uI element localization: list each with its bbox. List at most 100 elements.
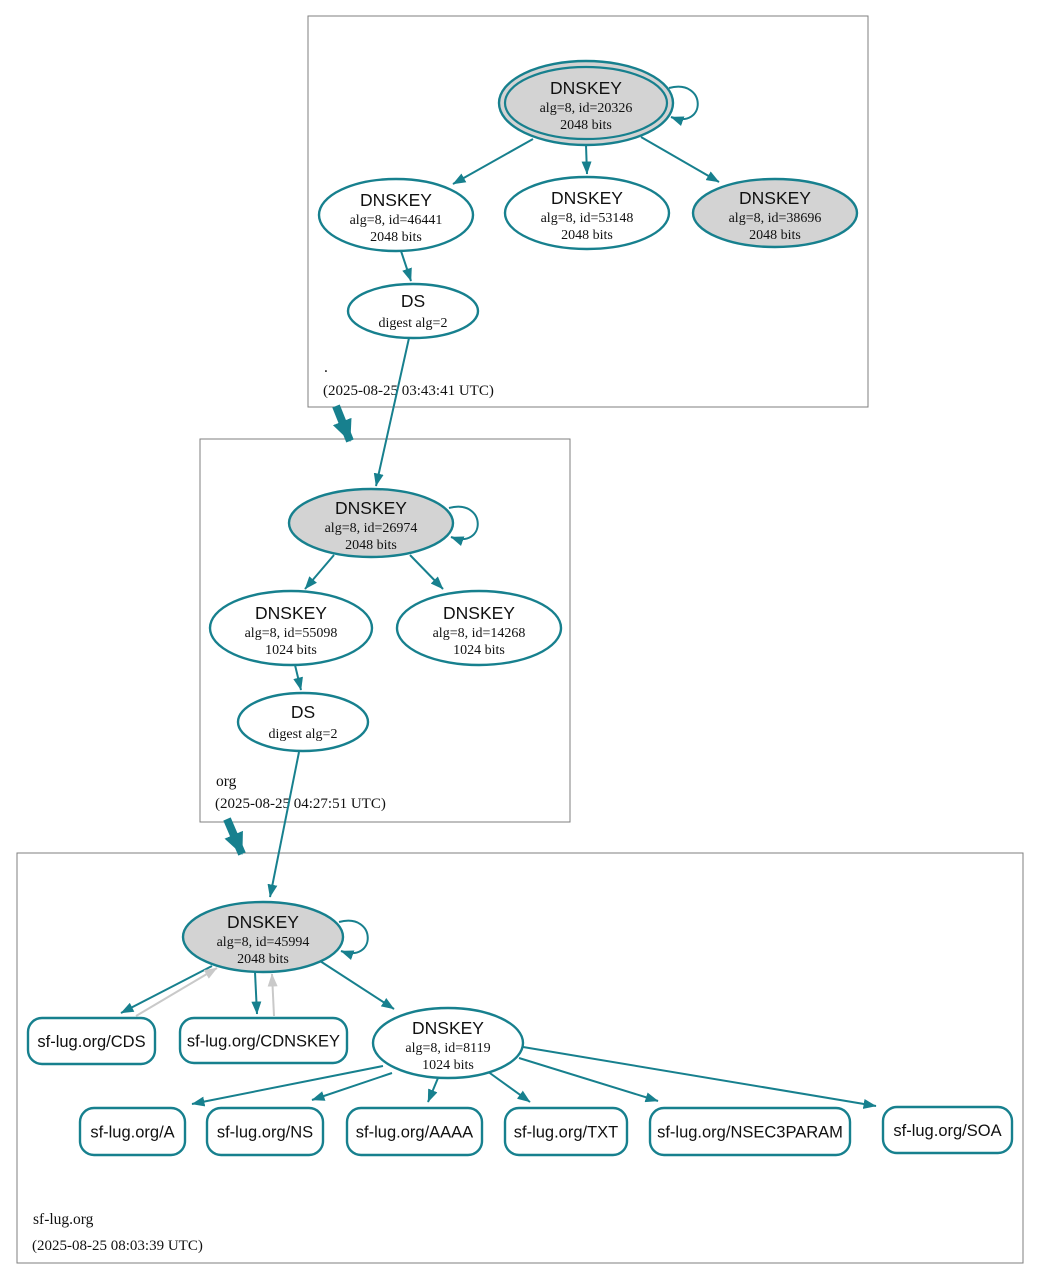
dnskey-55098-shape bbox=[208, 589, 374, 667]
rrset-cdnskey: sf-lug.org/CDNSKEY bbox=[178, 1016, 349, 1065]
dnskey-14268-title: DNSKEY bbox=[443, 603, 515, 623]
dnskey-20326-title: DNSKEY bbox=[550, 78, 622, 98]
edge-dnskey45994-cds bbox=[120, 965, 213, 1014]
rrset-soa-label: sf-lug.org/SOA bbox=[893, 1122, 1001, 1140]
edge-dnskey45994-cdnskey bbox=[251, 971, 262, 1015]
edge-dnskey8119-soa bbox=[522, 1046, 877, 1109]
zone-name-label: org bbox=[216, 773, 237, 790]
dnskey-45994-self-loop bbox=[338, 919, 369, 960]
ds-root-title: DS bbox=[401, 291, 425, 311]
dnskey-8119: DNSKEY alg=8, id=8119 1024 bits bbox=[371, 1006, 525, 1080]
dnskey-38696-title: DNSKEY bbox=[739, 188, 811, 208]
rrset-cdnskey-label: sf-lug.org/CDNSKEY bbox=[187, 1033, 340, 1051]
zone-name-label: sf-lug.org bbox=[33, 1211, 94, 1228]
rrset-aaaa-label: sf-lug.org/AAAA bbox=[356, 1124, 473, 1142]
zone-box-org: org (2025-08-25 04:27:51 UTC) bbox=[199, 438, 571, 823]
dnskey-46441-detail: 2048 bits bbox=[370, 230, 422, 245]
dnskey-20326-detail: alg=8, id=20326 bbox=[540, 101, 633, 116]
dnskey-20326-inner-ring bbox=[503, 65, 669, 141]
edge-dnskey55098-ds-org bbox=[293, 664, 303, 691]
dnskey-8119-shape bbox=[371, 1006, 525, 1080]
dnskey-45994-shape bbox=[181, 900, 345, 974]
dnskey-53148-detail: 2048 bits bbox=[561, 228, 613, 243]
rrset-txt: sf-lug.org/TXT bbox=[503, 1106, 629, 1157]
zone-border bbox=[16, 852, 1024, 1264]
edge-cds-dnskey45994 bbox=[135, 967, 218, 1017]
rrset-txt-label: sf-lug.org/TXT bbox=[514, 1124, 619, 1142]
edge-dnskey45994-dnskey8119 bbox=[319, 960, 395, 1010]
rrset-nsec3param: sf-lug.org/NSEC3PARAM bbox=[648, 1106, 852, 1157]
dnskey-26974-detail: 2048 bits bbox=[345, 538, 397, 553]
dnskey-38696: DNSKEY alg=8, id=38696 2048 bits bbox=[691, 177, 859, 249]
zone-timestamp: (2025-08-25 03:43:41 UTC) bbox=[323, 383, 494, 399]
dnskey-38696-detail: 2048 bits bbox=[749, 228, 801, 243]
dnskey-46441-detail: alg=8, id=46441 bbox=[350, 213, 443, 228]
edge-dnskey20326-dnskey53148 bbox=[581, 144, 592, 175]
zone-box-sf-lug.org: sf-lug.org(2025-08-25 08:03:39 UTC) bbox=[16, 852, 1024, 1264]
dnskey-26974-title: DNSKEY bbox=[335, 498, 407, 518]
zone-border bbox=[199, 438, 571, 823]
dnskey-14268-shape bbox=[395, 589, 563, 667]
dnskey-26974-detail: alg=8, id=26974 bbox=[325, 521, 418, 536]
rrset-soa: sf-lug.org/SOA bbox=[881, 1105, 1014, 1155]
dnskey-8119-detail: 1024 bits bbox=[422, 1058, 474, 1073]
edge-dnskey8119-ns bbox=[311, 1072, 393, 1101]
edge-dnskey8119-txt bbox=[486, 1070, 531, 1103]
dnskey-55098-detail: 1024 bits bbox=[265, 643, 317, 658]
edge-dnskey20326-dnskey46441 bbox=[452, 138, 534, 185]
rrset-aaaa: sf-lug.org/AAAA bbox=[345, 1106, 484, 1157]
dnskey-26974-self-loop bbox=[448, 505, 479, 546]
edge-dnskey46441-ds-root bbox=[400, 250, 412, 282]
dnskey-45994: DNSKEY alg=8, id=45994 2048 bits bbox=[181, 900, 369, 974]
rrset-a: sf-lug.org/A bbox=[78, 1106, 187, 1157]
dnskey-45994-detail: 2048 bits bbox=[237, 952, 289, 967]
edge-ds-root-dnskey26974 bbox=[373, 337, 410, 487]
edge-dnskey8119-nsec3param bbox=[518, 1057, 659, 1103]
rrset-nsec3param-shape bbox=[648, 1106, 852, 1157]
dnskey-38696-detail: alg=8, id=38696 bbox=[729, 211, 822, 226]
dnskey-46441-title: DNSKEY bbox=[360, 190, 432, 210]
dnskey-8119-title: DNSKEY bbox=[412, 1018, 484, 1038]
dnskey-20326-self-loop bbox=[668, 85, 699, 126]
dnskey-8119-detail: alg=8, id=8119 bbox=[405, 1041, 490, 1056]
edge-dnskey8119-a bbox=[191, 1065, 384, 1107]
delegation-root-to-org bbox=[332, 404, 354, 443]
zone-box-root: . (2025-08-25 03:43:41 UTC) bbox=[307, 15, 869, 408]
rrset-ns: sf-lug.org/NS bbox=[205, 1106, 325, 1157]
zone-name-label: . bbox=[324, 359, 328, 376]
rrset-ns-label: sf-lug.org/NS bbox=[217, 1124, 313, 1142]
rrset-soa-shape bbox=[881, 1105, 1014, 1155]
dnskey-14268-detail: alg=8, id=14268 bbox=[433, 626, 526, 641]
edge-dnskey26974-dnskey55098 bbox=[304, 554, 335, 590]
dnskey-45994-detail: alg=8, id=45994 bbox=[217, 935, 310, 950]
rrset-nsec3param-label: sf-lug.org/NSEC3PARAM bbox=[657, 1124, 843, 1142]
dnskey-53148-detail: alg=8, id=53148 bbox=[541, 211, 634, 226]
rrset-a-shape bbox=[78, 1106, 187, 1157]
dnskey-14268-detail: 1024 bits bbox=[453, 643, 505, 658]
dnskey-45994-title: DNSKEY bbox=[227, 912, 299, 932]
delegation-org-to-sflug bbox=[223, 817, 246, 856]
dnskey-53148-title: DNSKEY bbox=[551, 188, 623, 208]
dnskey-53148: DNSKEY alg=8, id=53148 2048 bits bbox=[503, 175, 671, 251]
dnskey-26974-shape bbox=[287, 487, 455, 559]
dnskey-55098-title: DNSKEY bbox=[255, 603, 327, 623]
rrset-cdnskey-shape bbox=[178, 1016, 349, 1065]
dnskey-20326-shape bbox=[497, 59, 675, 147]
edge-ds-org-dnskey45994 bbox=[267, 751, 300, 898]
dnskey-14268: DNSKEY alg=8, id=14268 1024 bits bbox=[395, 589, 563, 667]
edge-cdnskey-dnskey45994 bbox=[267, 973, 278, 1017]
rrset-cds-label: sf-lug.org/CDS bbox=[37, 1033, 145, 1051]
rrset-ns-shape bbox=[205, 1106, 325, 1157]
dnskey-46441-shape bbox=[317, 177, 475, 253]
ds-root-shape bbox=[346, 282, 480, 340]
zone-timestamp: (2025-08-25 04:27:51 UTC) bbox=[215, 796, 386, 812]
edge-dnskey20326-dnskey38696 bbox=[640, 136, 720, 183]
dnskey-46441: DNSKEY alg=8, id=46441 2048 bits bbox=[317, 177, 475, 253]
edge-dnskey26974-dnskey14268 bbox=[409, 554, 444, 590]
